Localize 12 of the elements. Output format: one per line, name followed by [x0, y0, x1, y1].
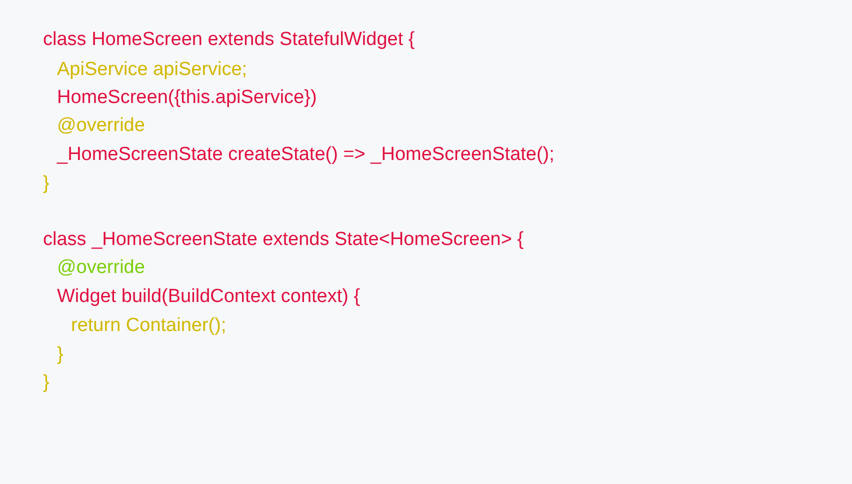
code-line: } — [43, 371, 50, 395]
code-line: @override — [57, 114, 145, 138]
code-line: return Container(); — [71, 314, 226, 338]
code-line: class _HomeScreenState extends State<HomeScreen> { — [43, 228, 524, 252]
code-line: class HomeScreen extends StatefulWidget { — [43, 28, 415, 52]
code-line: Widget build(BuildContext context) { — [57, 285, 360, 309]
code-line: ApiService apiService; — [57, 58, 248, 82]
code-line: } — [57, 343, 64, 367]
code-line: HomeScreen({this.apiService}) — [57, 86, 317, 110]
code-line: @override — [57, 256, 145, 280]
code-line: } — [43, 172, 50, 196]
code-line: _HomeScreenState createState() => _HomeScreenState(); — [57, 143, 554, 167]
